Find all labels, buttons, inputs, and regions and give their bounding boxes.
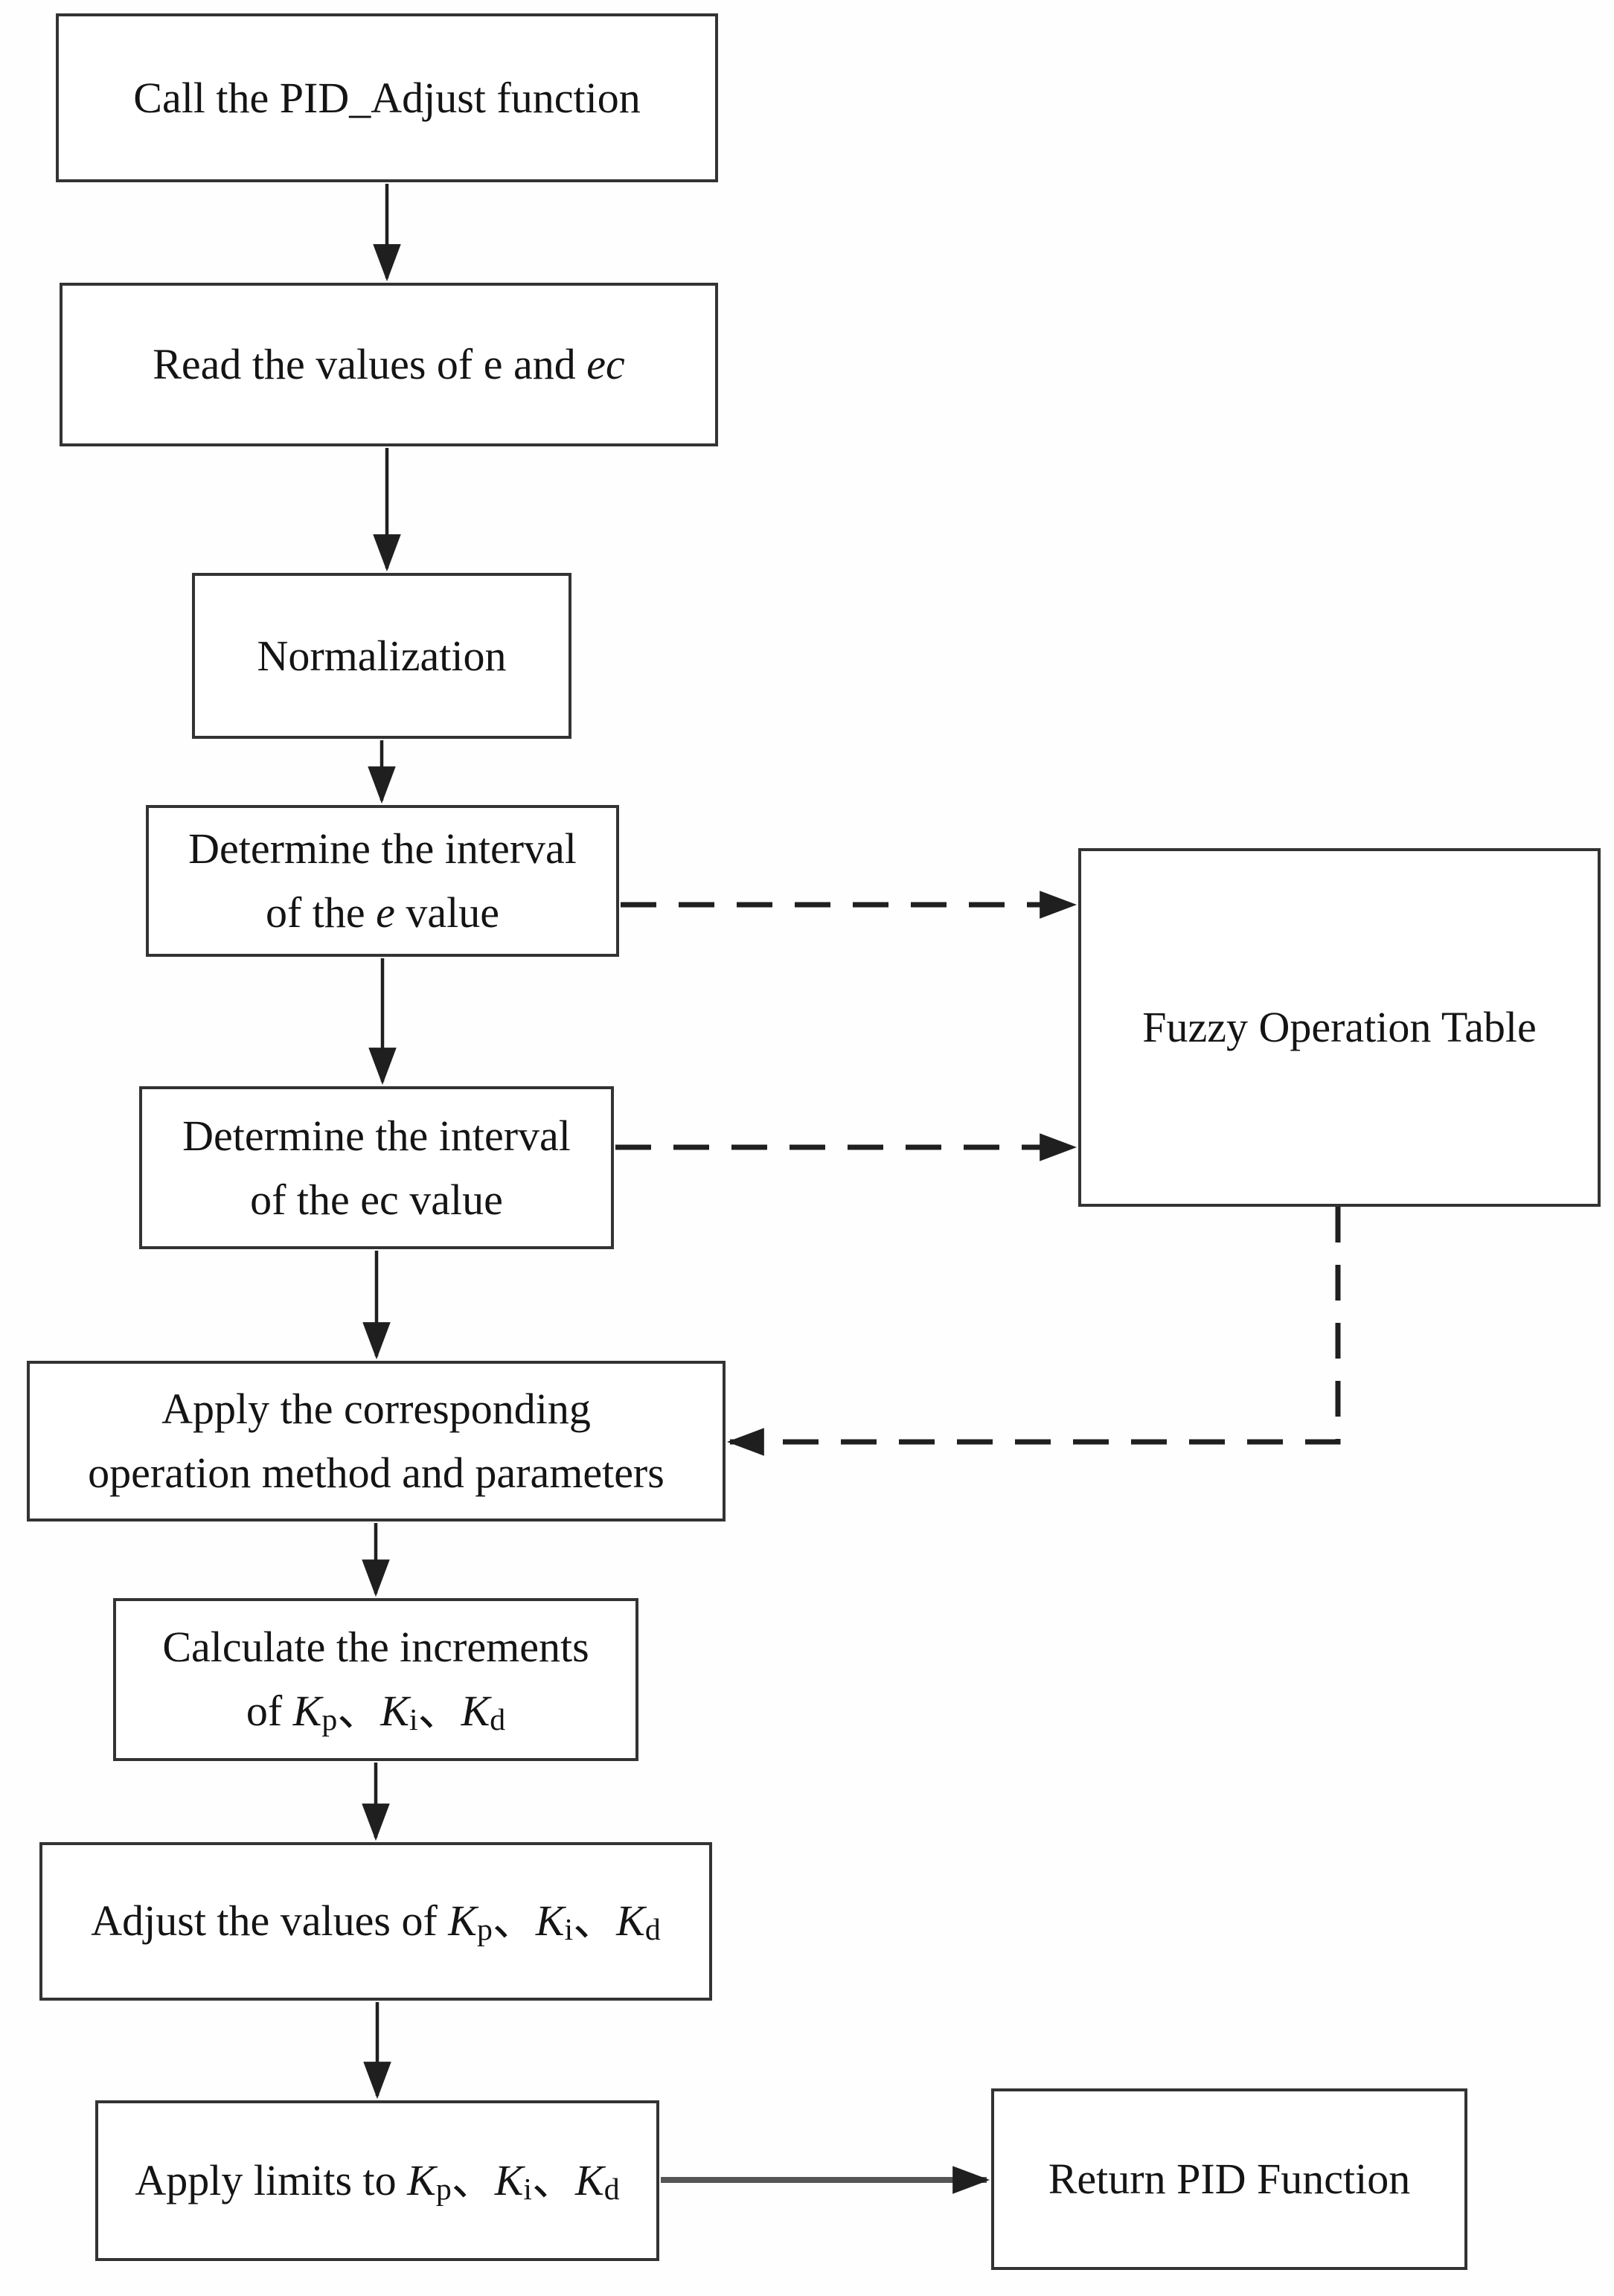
label-segment: K bbox=[494, 2155, 524, 2204]
label-segment: i bbox=[409, 1702, 418, 1737]
label-segment: K bbox=[448, 1896, 477, 1946]
label-segment: K bbox=[616, 1896, 645, 1946]
label-segment: Determine the interval bbox=[188, 824, 577, 873]
label-segment: Read the values of e and bbox=[153, 340, 587, 389]
label-segment: 、 bbox=[337, 1687, 381, 1736]
label-segment: of the bbox=[265, 888, 377, 937]
label-segment: 、 bbox=[451, 2155, 495, 2204]
label-segment: K bbox=[535, 1896, 565, 1946]
label-segment: of bbox=[246, 1687, 293, 1736]
label-segment: e bbox=[376, 888, 395, 937]
label-segment: Return PID Function bbox=[1048, 2155, 1411, 2204]
node-read-values: Read the values of e and ec bbox=[60, 283, 718, 446]
label-segment: K bbox=[461, 1687, 490, 1736]
label-segment: Call the PID_Adjust function bbox=[133, 73, 641, 122]
label-segment: i bbox=[564, 1913, 574, 1948]
node-normalization: Normalization bbox=[192, 573, 571, 739]
label-segment: value bbox=[394, 888, 500, 937]
label-segment: Calculate the increments bbox=[162, 1623, 589, 1672]
label-segment: p bbox=[321, 1702, 338, 1737]
label-segment: 、 bbox=[492, 1896, 536, 1946]
node-interval-e: Determine the interval of the e value bbox=[146, 805, 619, 957]
node-return-pid: Return PID Function bbox=[991, 2088, 1467, 2270]
label-segment: Apply the corresponding bbox=[161, 1385, 591, 1434]
label-segment: 、 bbox=[532, 2155, 576, 2204]
label-segment: Normalization bbox=[257, 631, 507, 680]
label-segment: Apply limits to bbox=[135, 2155, 408, 2204]
label-segment: d bbox=[644, 1913, 661, 1948]
label-segment: 、 bbox=[417, 1687, 461, 1736]
label-segment: operation method and parameters bbox=[88, 1449, 665, 1497]
node-call-pid-adjust: Call the PID_Adjust function bbox=[56, 13, 718, 182]
label-segment: ec bbox=[586, 340, 625, 389]
node-adjust-values: Adjust the values of Kp、Ki、Kd bbox=[39, 1842, 712, 2001]
label-segment: K bbox=[407, 2155, 436, 2204]
node-fuzzy-table: Fuzzy Operation Table bbox=[1078, 848, 1601, 1207]
label-segment: p bbox=[435, 2172, 452, 2207]
label-segment: d bbox=[603, 2172, 620, 2207]
label-segment: Determine the interval bbox=[182, 1111, 571, 1160]
label-segment: Fuzzy Operation Table bbox=[1142, 1003, 1537, 1052]
label-segment: p bbox=[476, 1913, 493, 1948]
node-interval-ec: Determine the interval of the ec value bbox=[139, 1086, 614, 1249]
label-segment: of the ec value bbox=[250, 1175, 503, 1224]
label-segment: K bbox=[380, 1687, 409, 1736]
edge-fuzzy-table-to-apply-method bbox=[726, 1207, 1341, 1456]
label-segment: i bbox=[523, 2172, 533, 2207]
label-segment: K bbox=[292, 1687, 322, 1736]
node-apply-limits: Apply limits to Kp、Ki、Kd bbox=[95, 2100, 659, 2261]
label-segment: 、 bbox=[573, 1896, 617, 1946]
label-segment: K bbox=[575, 2155, 604, 2204]
label-segment: Adjust the values of bbox=[91, 1896, 449, 1946]
node-apply-method: Apply the corresponding operation method … bbox=[27, 1361, 726, 1521]
label-segment: d bbox=[490, 1702, 506, 1737]
